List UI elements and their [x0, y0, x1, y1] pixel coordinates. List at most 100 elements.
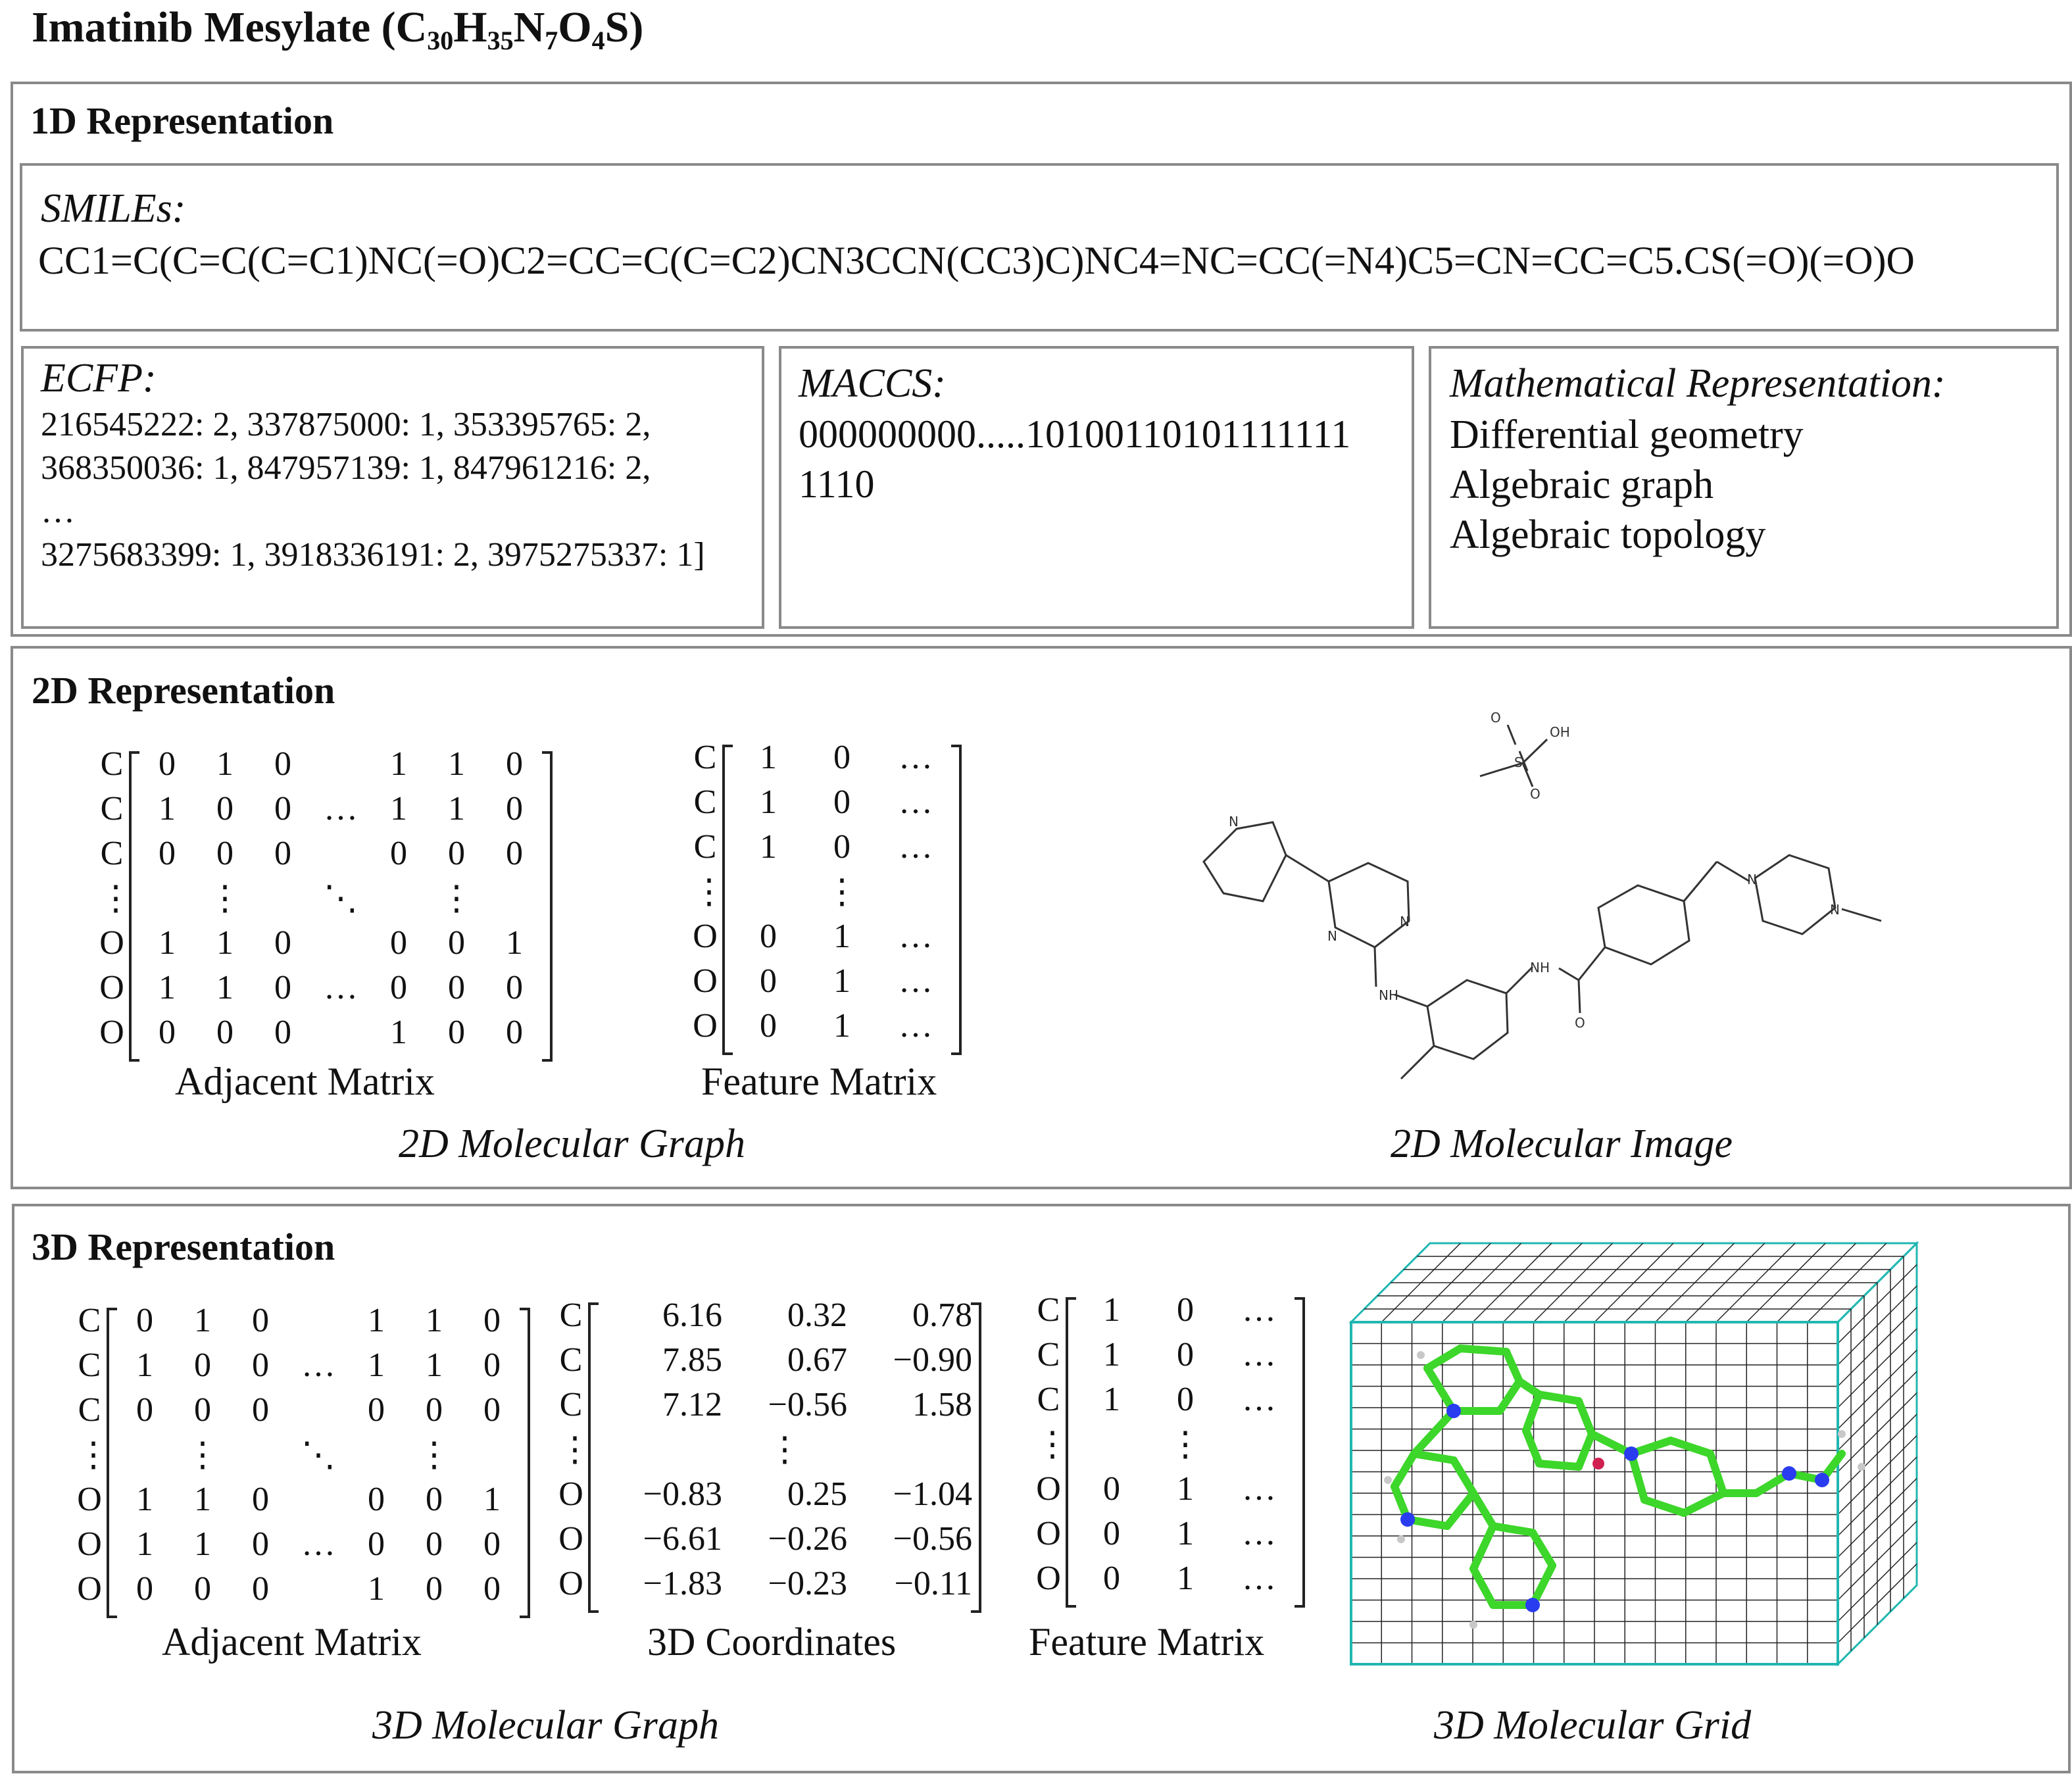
matrix-cell: 0.67: [787, 1341, 847, 1379]
coordinates-3d-caption: 3D Coordinates: [647, 1620, 897, 1664]
matrix-cell: 0: [426, 1391, 443, 1429]
matrix-cell: ⋮: [1168, 1426, 1202, 1464]
molecule-bond: [1410, 1450, 1458, 1464]
matrix-cell: 0: [760, 918, 777, 955]
molecular-grid-3d: [1348, 1241, 1919, 1667]
math-box: [1429, 346, 2059, 629]
matrix-row-label: O: [1036, 1515, 1061, 1552]
matrix-left-bracket: [588, 1302, 599, 1613]
matrix-cell: 0: [159, 1014, 176, 1051]
matrix-row-label: C: [78, 1346, 101, 1384]
matrix-cell: 0.25: [787, 1475, 847, 1513]
atom-label: O: [1575, 1015, 1585, 1031]
math-line-3: Algebraic topology: [1450, 512, 1766, 557]
matrix-cell: 7.85: [662, 1341, 722, 1379]
atom-label: NH: [1379, 987, 1398, 1003]
matrix-cell: 0: [1103, 1560, 1120, 1597]
matrix-cell: ⋮: [417, 1437, 451, 1474]
matrix-cell: 0: [1177, 1336, 1194, 1373]
feature-matrix-3d-caption: Feature Matrix: [1029, 1620, 1265, 1664]
matrix-cell: 0: [426, 1570, 443, 1608]
matrix-cell: 1: [506, 924, 523, 962]
matrix-row-label: O: [77, 1570, 102, 1608]
matrix-cell: −0.11: [894, 1565, 972, 1602]
molecule-bond: [1391, 1450, 1418, 1491]
matrix-row-label: C: [693, 739, 717, 776]
matrix-left-bracket: [107, 1308, 117, 1618]
atom-label: NH: [1530, 960, 1550, 975]
page-title: Imatinib Mesylate (C30H35N7O4S): [32, 3, 644, 55]
molecule-2d-bonds: [1202, 724, 1882, 1080]
matrix-row-label: C: [693, 828, 717, 866]
molecule-bond: [1667, 1437, 1714, 1458]
matrix-row-label: O: [99, 1014, 124, 1051]
matrix-cell: ⋮: [439, 880, 474, 918]
molecule-hydrogen-atom: [1858, 1463, 1865, 1471]
panel-3d: [12, 1204, 2071, 1773]
molecule-bond: [1529, 1529, 1556, 1569]
matrix-cell: 7.12: [662, 1386, 722, 1423]
heading-3d: 3D Representation: [32, 1225, 335, 1268]
matrix-cell: 1: [390, 1014, 407, 1051]
molecule-hydrogen-atom: [1469, 1621, 1477, 1629]
matrix-cell: 0: [159, 835, 176, 872]
molecule-2d-image: N N N NH NH O N N O O OH S: [1202, 710, 1882, 1080]
matrix-cell: 0: [426, 1525, 443, 1563]
molecule-hydrogen-atom: [1384, 1476, 1392, 1484]
matrix-right-bracket: [542, 751, 553, 1062]
matrix-cell: 1: [1177, 1560, 1194, 1597]
matrix-cell: 1: [216, 924, 234, 962]
matrix-left-bracket: [129, 751, 139, 1062]
matrix-cell: 0: [390, 924, 407, 962]
matrix-cell: 0: [274, 924, 291, 962]
matrix-row-label: O: [1036, 1560, 1061, 1597]
matrix-cell: 0: [136, 1391, 153, 1429]
math-line-2: Algebraic graph: [1450, 462, 1714, 507]
molecule-bond: [1456, 1345, 1510, 1356]
matrix-cell: 1: [390, 790, 407, 827]
matrix-cell: …: [1242, 1515, 1276, 1552]
matrix-row-label: O: [693, 1007, 718, 1045]
matrix-row-label: C: [559, 1296, 583, 1334]
atom-label: N: [1229, 814, 1239, 829]
molecule-bond: [1410, 1407, 1458, 1458]
molecule-hydrogen-atom: [1838, 1430, 1846, 1438]
matrix-cell: …: [899, 962, 933, 1000]
matrix-row-label: ⋮: [76, 1437, 111, 1474]
molecule-bond: [1423, 1345, 1464, 1372]
matrix-cell: 0: [833, 828, 851, 866]
grid-front-face: [1350, 1321, 1839, 1666]
molecule-bond: [1496, 1377, 1523, 1415]
matrix-cell: 0: [1103, 1515, 1120, 1552]
matrix-cell: 0: [506, 969, 523, 1006]
matrix-cell: 1: [390, 745, 407, 783]
matrix-cell: 0: [274, 969, 291, 1006]
matrix-row-label: C: [559, 1386, 583, 1423]
molecule-nitrogen-atom: [1782, 1466, 1796, 1481]
matrix-cell: 0: [194, 1391, 211, 1429]
matrix-cell: 0: [760, 1007, 777, 1045]
molecule-nitrogen-atom: [1525, 1598, 1540, 1612]
matrix-cell: …: [301, 1346, 335, 1384]
matrix-cell: 0: [252, 1525, 269, 1563]
matrix-row-label: O: [77, 1525, 102, 1563]
matrix-cell: −0.83: [643, 1475, 722, 1513]
matrix-row-label: C: [1037, 1381, 1060, 1418]
maccs-line-1: 000000000.....10100110101111111: [799, 412, 1351, 456]
matrix-row-label: C: [78, 1391, 101, 1429]
matrix-cell: 1: [368, 1346, 385, 1384]
maccs-label: MACCS:: [799, 361, 946, 406]
matrix-cell: 0: [483, 1346, 501, 1384]
molecule-bond: [1469, 1522, 1497, 1573]
matrix-cell: 0: [194, 1346, 211, 1384]
matrix-cell: 6.16: [662, 1296, 722, 1334]
matrix-row-label: C: [559, 1341, 583, 1379]
matrix-cell: 1: [1177, 1515, 1194, 1552]
matrix-cell: 0: [136, 1570, 153, 1608]
image-2d-caption: 2D Molecular Image: [1391, 1122, 1733, 1166]
molecule-bond: [1627, 1450, 1648, 1504]
matrix-cell: 0: [506, 1014, 523, 1051]
matrix-row-label: O: [558, 1475, 583, 1513]
matrix-row-label: O: [558, 1565, 583, 1602]
